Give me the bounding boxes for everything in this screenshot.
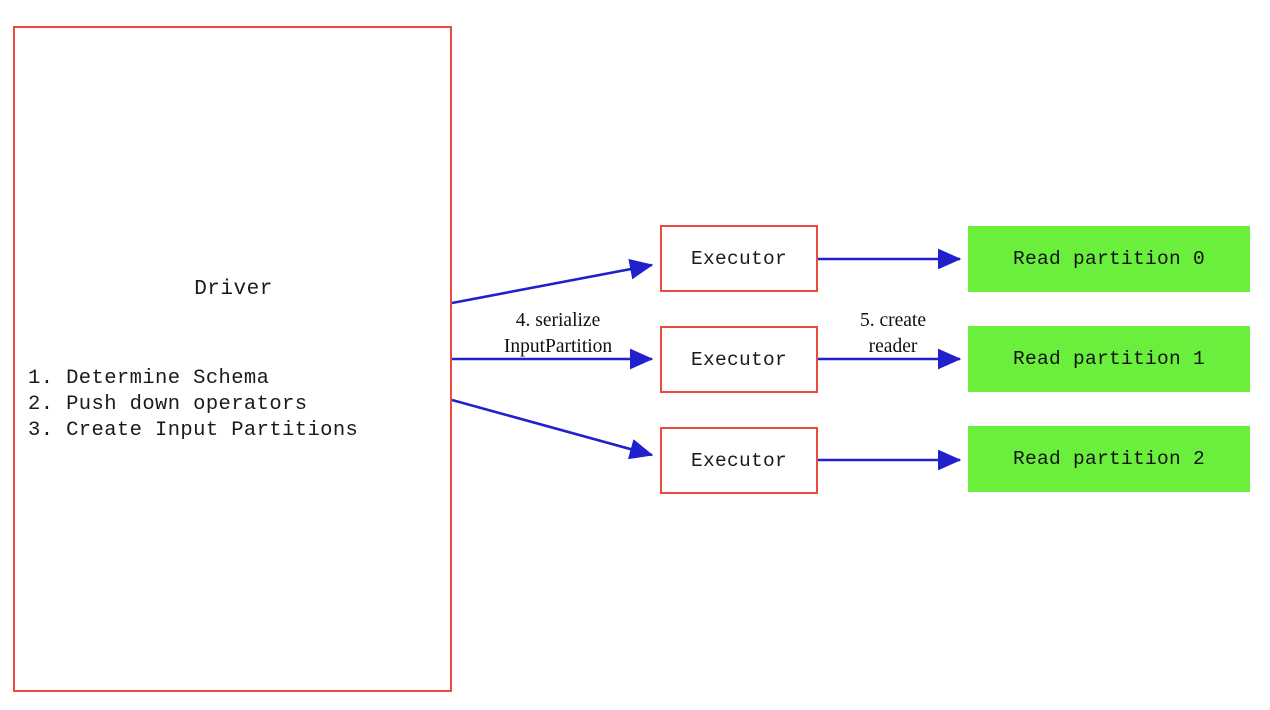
read-partition-box-0: Read partition 0 [968,226,1250,292]
read-partition-label-2: Read partition 2 [1012,448,1206,470]
driver-steps-list: 1. Determine Schema 2. Push down operato… [28,366,358,444]
edge-label-create-reader-line2: reader [868,336,918,357]
executor-box-2: Executor [660,326,818,393]
arrow-driver-to-executor-1 [451,258,654,305]
read-partition-box-1: Read partition 1 [968,326,1250,392]
driver-title: Driver [194,278,273,301]
driver-step-3: 3. Create Input Partitions [28,419,359,442]
edge-label-create-reader: 5. create reader [828,308,958,360]
read-partition-label-1: Read partition 1 [1012,348,1206,370]
arrow-driver-to-executor-3 [451,398,654,460]
driver-box [13,26,452,692]
executor-label-3: Executor [690,449,787,472]
edge-label-create-reader-line1: 5. create [859,310,927,331]
edge-label-serialize: 4. serialize InputPartition [458,308,658,360]
driver-step-2: 2. Push down operators [28,393,308,416]
executor-label-2: Executor [690,348,787,371]
edge-label-serialize-line2: InputPartition [503,336,613,357]
executor-box-1: Executor [660,225,818,292]
executor-box-3: Executor [660,427,818,494]
read-partition-label-0: Read partition 0 [1012,248,1206,270]
read-partition-box-2: Read partition 2 [968,426,1250,492]
driver-step-1: 1. Determine Schema [28,367,270,390]
edge-label-serialize-line1: 4. serialize [515,310,601,331]
executor-label-1: Executor [690,247,787,270]
